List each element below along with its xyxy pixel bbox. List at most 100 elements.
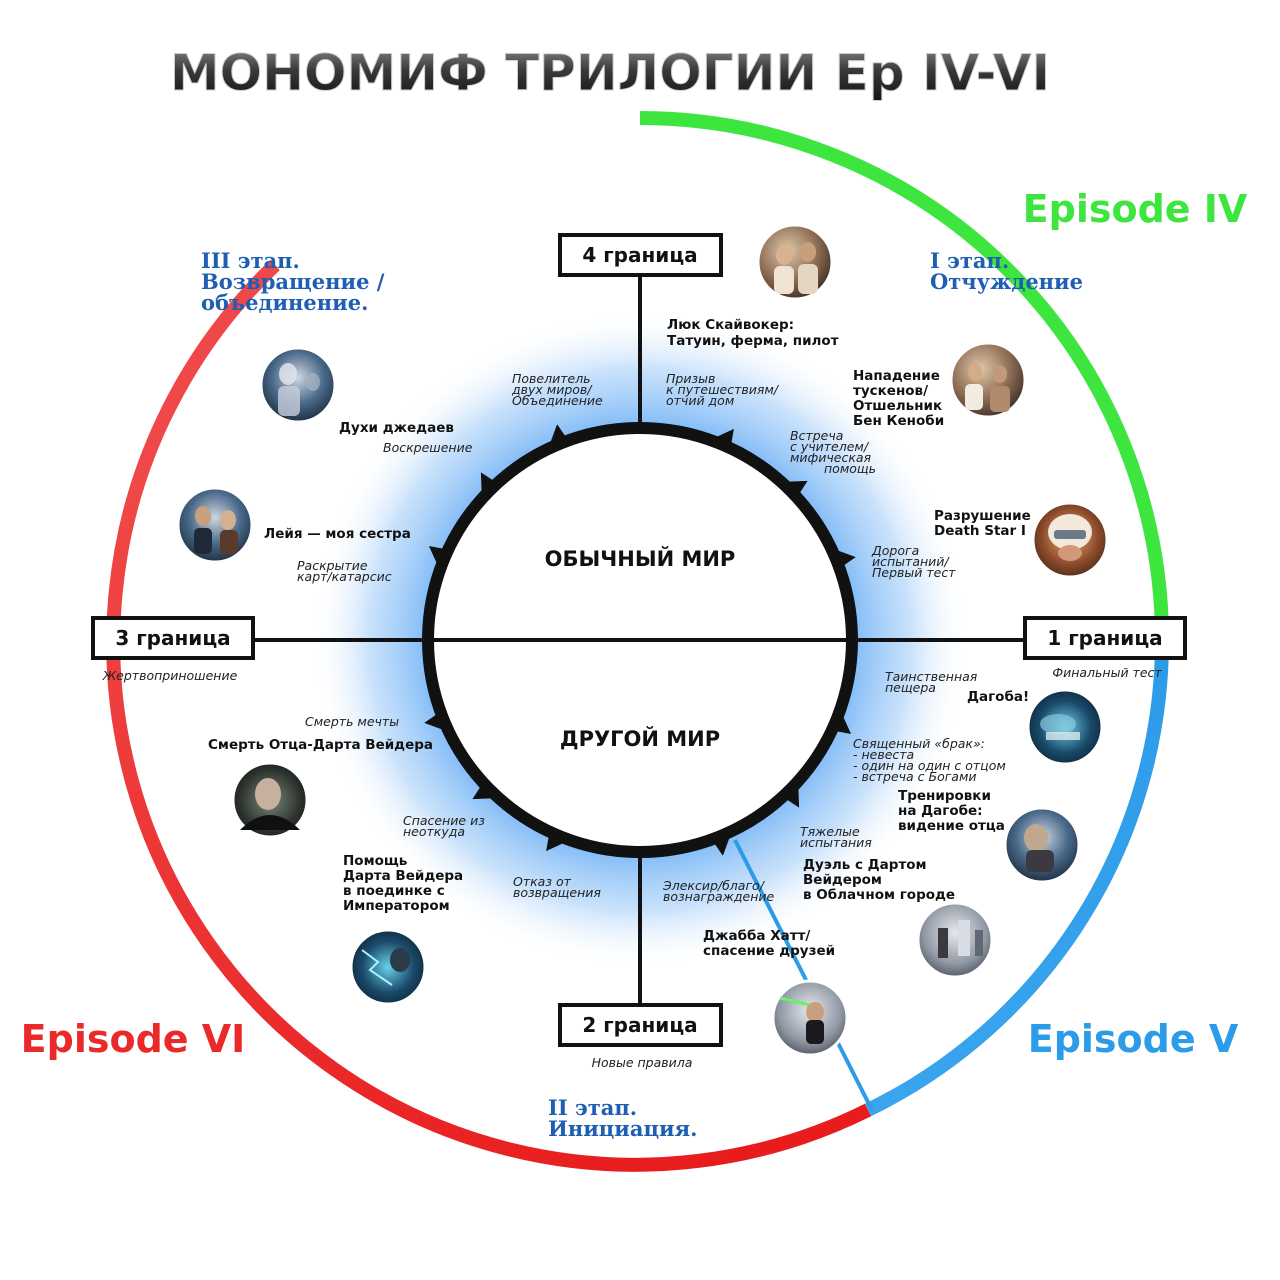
step-ordeal: Тяжелые испытания bbox=[800, 824, 872, 850]
border-2-note: Новые правила bbox=[592, 1055, 693, 1070]
event-leia-sister: Лейя — моя сестра bbox=[264, 526, 411, 542]
event-jabba-line-2: спасение друзей bbox=[703, 943, 835, 959]
step-sacred-marriage: Священный «брак»: - невеста - один на од… bbox=[853, 736, 1010, 784]
step-road-of-trials: Дорога испытаний/ Первый тест bbox=[871, 543, 956, 580]
circle-tick-10 bbox=[716, 428, 734, 443]
step-call-line-3: отчий дом bbox=[666, 393, 734, 408]
step-refusal-line-1: Отказ от bbox=[513, 874, 572, 889]
stage-i-label: I этап. Отчуждение bbox=[930, 248, 1083, 294]
episode-iv-label: Episode IV bbox=[1023, 187, 1248, 231]
circle-tick-8 bbox=[480, 472, 493, 492]
step-catharsis-line-1: Раскрытие bbox=[297, 558, 368, 573]
episode-vi-label: Episode VI bbox=[21, 1017, 246, 1061]
photo-luke-tatooine bbox=[756, 223, 834, 301]
step-marriage-line-1: Священный «брак»: bbox=[853, 736, 985, 751]
step-rescue-line-2: неоткуда bbox=[403, 824, 465, 839]
stage-ii-line-1: II этап. bbox=[548, 1095, 637, 1120]
border-1-box: 1 граница bbox=[1023, 616, 1187, 660]
step-elixir-line-1: Элексир/благо/ bbox=[662, 878, 766, 893]
event-vader-help-line-3: в поединке с bbox=[343, 883, 445, 899]
circle-tick-12 bbox=[837, 550, 856, 566]
event-death-star-line-2: Death Star I bbox=[934, 523, 1026, 539]
step-mentor-line-2: с учителем/ bbox=[790, 439, 870, 454]
step-ordeal-line-1: Тяжелые bbox=[800, 824, 860, 839]
border-2-label: 2 граница bbox=[582, 1013, 697, 1037]
circle-ticks bbox=[424, 424, 856, 856]
event-tusken-line-4: Бен Кеноби bbox=[853, 413, 944, 429]
event-tusken-line-2: тускенов/ bbox=[853, 383, 928, 399]
event-vader-help-line-4: Императором bbox=[343, 898, 450, 914]
photo-ben-kenobi bbox=[949, 341, 1027, 419]
event-training-line-2: на Дагобе: bbox=[898, 803, 983, 819]
event-jabba-line-1: Джабба Хатт/ bbox=[703, 928, 810, 944]
event-training-line-1: Тренировки bbox=[898, 788, 991, 804]
episode-divider-line bbox=[733, 839, 874, 1111]
event-tusken-line-1: Нападение bbox=[853, 368, 940, 384]
photo-vader-unmasked bbox=[231, 761, 309, 839]
event-vader-help-line-1: Помощь bbox=[343, 853, 407, 869]
step-cave-line-2: пещера bbox=[885, 680, 936, 695]
step-master-line-3: Объединение bbox=[512, 393, 603, 408]
step-marriage-line-2: - невеста bbox=[853, 747, 914, 762]
step-call-line-1: Призыв bbox=[666, 371, 715, 386]
step-road-line-2: испытаний/ bbox=[872, 554, 950, 569]
event-training-line-3: видение отца bbox=[898, 818, 1005, 834]
step-mentor: Встреча с учителем/ мифическая помощь bbox=[790, 428, 876, 476]
border-3-note: Жертвоприношение bbox=[102, 668, 238, 683]
step-catharsis: Раскрытие карт/катарсис bbox=[297, 558, 392, 584]
event-luke-line-1: Люк Скайвокер: bbox=[667, 317, 794, 333]
event-vader-death: Смерть Отца-Дарта Вейдера bbox=[208, 737, 433, 753]
step-rescue: Спасение из неоткуда bbox=[403, 813, 489, 839]
stage-i-line-1: I этап. bbox=[930, 248, 1009, 273]
photo-dagobah bbox=[1026, 688, 1104, 766]
step-mentor-line-3: мифическая bbox=[790, 450, 872, 465]
step-mentor-line-4: помощь bbox=[824, 461, 876, 476]
circle-tick-6 bbox=[424, 714, 443, 730]
event-vader-help-line-2: Дарта Вейдера bbox=[343, 868, 463, 884]
step-call-line-2: к путешествиям/ bbox=[666, 382, 780, 397]
event-death-star-line-1: Разрушение bbox=[934, 508, 1031, 524]
step-refusal-line-2: возвращения bbox=[513, 885, 601, 900]
stage-ii-line-2: Инициация. bbox=[548, 1116, 697, 1141]
step-cave: Таинственная пещера bbox=[885, 669, 981, 695]
stage-iii-label: III этап. Возвращение / объединение. bbox=[201, 248, 392, 315]
step-death-of-dream: Смерть мечты bbox=[305, 714, 399, 729]
border-3-box: 3 граница bbox=[91, 616, 255, 660]
stage-i-line-2: Отчуждение bbox=[930, 269, 1083, 294]
border-4-box: 4 граница bbox=[558, 233, 723, 277]
step-master-line-2: двух миров/ bbox=[511, 382, 593, 397]
photo-force-ghosts bbox=[259, 346, 337, 424]
event-duel-line-1: Дуэль с Дартом bbox=[803, 857, 927, 873]
border-1-note: Финальный тест bbox=[1052, 665, 1162, 680]
border-3-label: 3 граница bbox=[115, 626, 230, 650]
step-cave-line-1: Таинственная bbox=[885, 669, 978, 684]
step-catharsis-line-2: карт/катарсис bbox=[297, 569, 392, 584]
stage-iii-line-3: объединение. bbox=[201, 290, 368, 315]
page-title: МОНОМИФ ТРИЛОГИИ Ep IV-VI bbox=[170, 44, 1050, 102]
photo-emperor-lightning bbox=[349, 928, 427, 1006]
ordinary-world-label: ОБЫЧНЫЙ МИР bbox=[545, 546, 736, 571]
stage-iii-line-1: III этап. bbox=[201, 248, 300, 273]
event-duel: Дуэль с Дартом Вейдером в Облачном город… bbox=[803, 857, 955, 903]
episode-iv-arc bbox=[639, 111, 1169, 641]
circle-tick-5 bbox=[472, 787, 492, 800]
photo-cloud-city bbox=[916, 901, 994, 979]
event-jedi-spirits: Духи джедаев bbox=[339, 420, 454, 436]
step-road-line-3: Первый тест bbox=[872, 565, 956, 580]
event-tusken: Нападение тускенов/ Отшельник Бен Кеноби bbox=[853, 368, 947, 429]
event-duel-line-3: в Облачном городе bbox=[803, 887, 955, 903]
event-vader-help: Помощь Дарта Вейдера в поединке с Импера… bbox=[343, 853, 468, 914]
border-2-box: 2 граница bbox=[558, 1003, 723, 1047]
step-refusal-return: Отказ от возвращения bbox=[513, 874, 601, 900]
step-master-two-worlds: Повелитель двух миров/ Объединение bbox=[511, 371, 603, 408]
episode-v-arc bbox=[864, 639, 1170, 1117]
step-elixir-line-2: вознаграждение bbox=[663, 889, 775, 904]
step-master-line-1: Повелитель bbox=[512, 371, 591, 386]
event-tusken-line-3: Отшельник bbox=[853, 398, 942, 414]
event-jabba: Джабба Хатт/ спасение друзей bbox=[703, 928, 835, 959]
other-world-label: ДРУГОЙ МИР bbox=[560, 726, 720, 751]
circle-tick-4 bbox=[546, 837, 564, 852]
step-call: Призыв к путешествиям/ отчий дом bbox=[666, 371, 782, 408]
photo-training bbox=[1003, 806, 1081, 884]
